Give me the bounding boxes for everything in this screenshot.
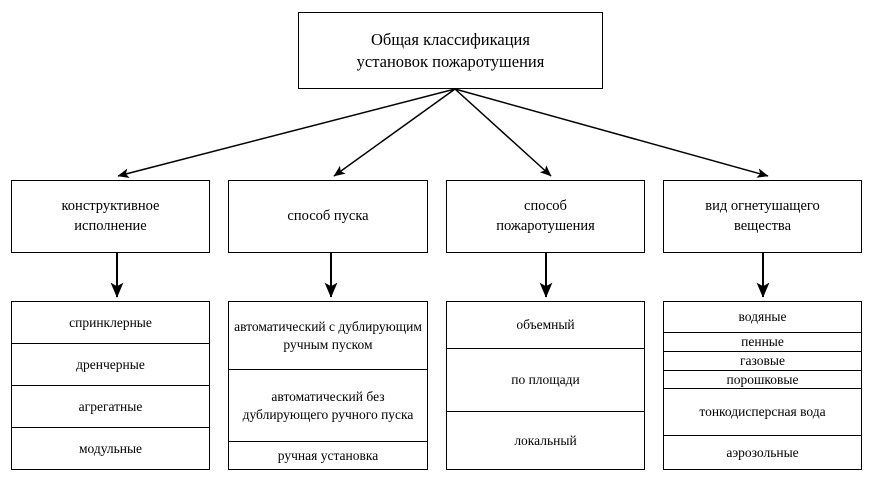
- list-item: по площади: [447, 349, 644, 412]
- category-3-label-line1: способ: [524, 198, 567, 215]
- category-1-label-line2: исполнение: [74, 217, 147, 234]
- list-item: дренчерные: [12, 344, 209, 386]
- category-box-2: способ пуска: [228, 180, 428, 253]
- root-title-line1: Общая классификация: [371, 29, 530, 49]
- item-stack-3: объемный по площади локальный: [446, 301, 645, 470]
- item-stack-2: автоматический с дублирующим ручным пуск…: [228, 301, 428, 470]
- arrow-title-to-cat3: [454, 88, 552, 177]
- category-4-label-line1: вид огнетушащего: [705, 198, 820, 215]
- arrow-title-to-cat1: [117, 88, 456, 178]
- list-item: автоматический с дублирующим ручным пуск…: [229, 302, 427, 370]
- root-title-line2: установок пожаротушения: [356, 51, 545, 71]
- list-item: аэрозольные: [726, 444, 799, 460]
- list-item: объемный: [447, 302, 644, 349]
- list-item: газовые: [664, 352, 861, 371]
- list-item: модульные: [78, 440, 143, 456]
- item-stack-4: водяные пенные газовые порошковые тонкод…: [663, 301, 862, 470]
- list-item: водяные: [664, 302, 861, 333]
- category-4-label-line2: вещества: [733, 217, 792, 234]
- list-item: порошковые: [664, 371, 861, 389]
- arrow-title-to-cat2: [333, 88, 456, 177]
- arrow-title-to-cat4: [454, 88, 769, 178]
- root-title-box: Общая классификация установок пожаротуше…: [298, 12, 603, 89]
- list-item: локальный: [514, 432, 577, 448]
- list-item: спринклерные: [12, 302, 209, 344]
- list-item: тонкодисперсная вода: [664, 389, 861, 436]
- list-item: автоматический без дублирующего ручного …: [229, 370, 427, 442]
- list-item: пенные: [664, 333, 861, 352]
- category-box-4: вид огнетушащего вещества: [663, 180, 862, 253]
- category-box-1: конструктивное исполнение: [11, 180, 210, 253]
- category-box-3: способ пожаротушения: [446, 180, 645, 253]
- item-stack-1: спринклерные дренчерные агрегатные модул…: [11, 301, 210, 470]
- list-item: ручная установка: [277, 447, 379, 463]
- category-2-label-line1: способ пуска: [287, 207, 369, 224]
- list-item: агрегатные: [12, 386, 209, 428]
- category-3-label-line2: пожаротушения: [496, 217, 595, 234]
- category-1-label-line1: конструктивное: [61, 198, 160, 215]
